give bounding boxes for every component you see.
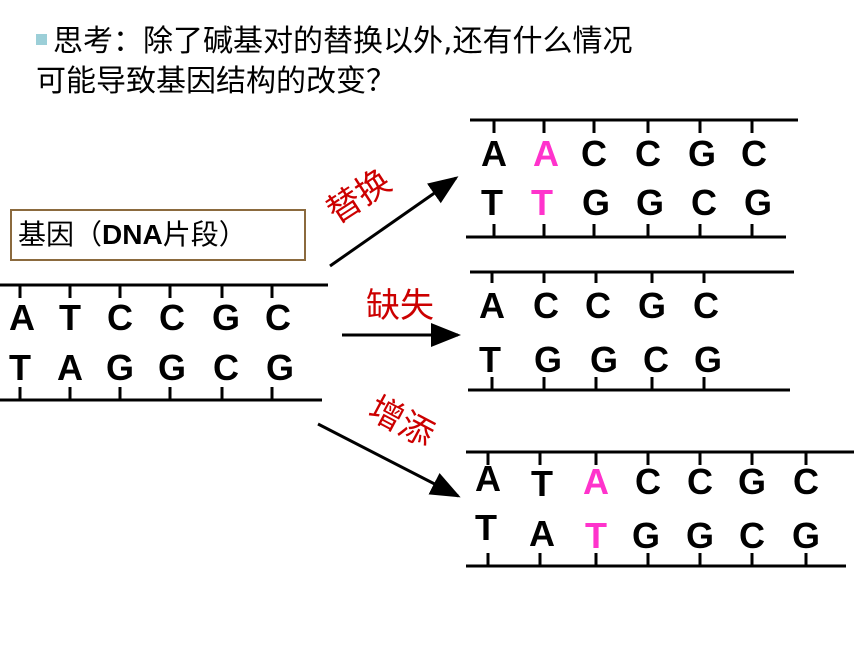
base-letter: C bbox=[265, 297, 291, 338]
insertion-arrow bbox=[317, 422, 461, 498]
base-letter: G bbox=[686, 515, 714, 556]
changed-base: T bbox=[531, 182, 553, 223]
base-letter: C bbox=[635, 133, 661, 174]
base-letter: C bbox=[213, 347, 239, 388]
base-letter: C bbox=[107, 297, 133, 338]
base-letter: T bbox=[531, 463, 553, 504]
base-letter: C bbox=[643, 339, 669, 380]
substitution-label: 替换 bbox=[320, 161, 399, 232]
base-letter: G bbox=[158, 347, 186, 388]
base-letter: C bbox=[585, 285, 611, 326]
base-letter: G bbox=[582, 182, 610, 223]
base-letter: A bbox=[57, 347, 83, 388]
base-letter: G bbox=[106, 347, 134, 388]
changed-base: T bbox=[585, 515, 607, 556]
base-letter: G bbox=[638, 285, 666, 326]
base-letter: A bbox=[475, 458, 501, 499]
changed-base: A bbox=[533, 133, 559, 174]
insertion-bottom-backbone bbox=[466, 553, 846, 568]
base-letter: G bbox=[534, 339, 562, 380]
base-letter: G bbox=[792, 515, 820, 556]
gene-label-prefix: 基因（ bbox=[18, 218, 103, 251]
insertion-top-backbone bbox=[466, 450, 854, 465]
base-letter: C bbox=[741, 133, 767, 174]
original-bottom-backbone bbox=[0, 387, 322, 402]
base-letter: T bbox=[481, 182, 503, 223]
base-letter: G bbox=[744, 182, 772, 223]
base-letter: C bbox=[687, 461, 713, 502]
deletion-label: 缺失 bbox=[366, 286, 434, 326]
base-letter: C bbox=[793, 461, 819, 502]
substitution-top-backbone bbox=[470, 118, 798, 133]
original-top-backbone bbox=[0, 283, 328, 298]
base-letter: C bbox=[581, 133, 607, 174]
changed-base: A bbox=[583, 461, 609, 502]
base-letter: T bbox=[9, 347, 31, 388]
base-letter: C bbox=[739, 515, 765, 556]
base-letter: A bbox=[479, 285, 505, 326]
insertion-label: 增添 bbox=[362, 389, 441, 456]
base-letter: C bbox=[533, 285, 559, 326]
base-letter: T bbox=[475, 507, 497, 548]
base-letter: G bbox=[266, 347, 294, 388]
gene-label-suffix: 片段） bbox=[162, 218, 247, 251]
substitution-arrow bbox=[329, 176, 459, 268]
base-letter: C bbox=[635, 461, 661, 502]
base-letter: G bbox=[636, 182, 664, 223]
deletion-bottom-backbone bbox=[468, 377, 790, 392]
base-letter: C bbox=[693, 285, 719, 326]
base-letter: G bbox=[590, 339, 618, 380]
base-letter: G bbox=[212, 297, 240, 338]
base-letter: C bbox=[691, 182, 717, 223]
base-letter: T bbox=[479, 339, 501, 380]
base-letter: C bbox=[159, 297, 185, 338]
base-letter: G bbox=[738, 461, 766, 502]
base-letter: G bbox=[694, 339, 722, 380]
base-letter: G bbox=[688, 133, 716, 174]
question-text: 思考：除了碱基对的替换以外,还有什么情况 可能导致基因结构的改变？ bbox=[36, 22, 633, 102]
deletion-top-backbone bbox=[470, 270, 794, 283]
substitution-bottom-backbone bbox=[466, 224, 786, 239]
base-letter: A bbox=[529, 513, 555, 554]
question-line-2: 可能导致基因结构的改变？ bbox=[36, 64, 396, 99]
question-line-1-text: 思考：除了碱基对的替换以外,还有什么情况 bbox=[53, 24, 633, 59]
base-letter: T bbox=[59, 297, 81, 338]
base-letter: A bbox=[9, 297, 35, 338]
base-letter: A bbox=[481, 133, 507, 174]
gene-label-latin: DNA bbox=[102, 219, 163, 250]
bullet-icon bbox=[36, 34, 47, 45]
question-line-1: 思考：除了碱基对的替换以外,还有什么情况 bbox=[36, 22, 633, 62]
gene-label-box: 基因（DNA片段） bbox=[10, 209, 306, 261]
base-letter: G bbox=[632, 515, 660, 556]
